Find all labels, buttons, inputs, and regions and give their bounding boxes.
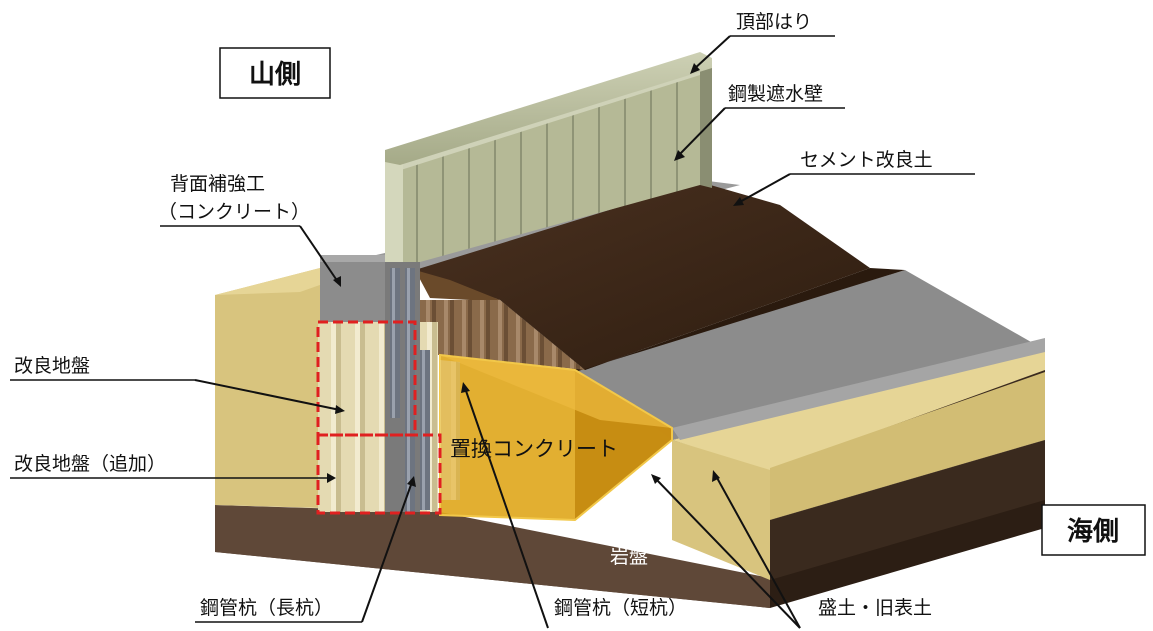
label-cement-soil: セメント改良土 <box>800 149 933 171</box>
cement-improved-soil <box>415 182 905 372</box>
label-pile-long: 鋼管杭（長杭） <box>200 597 333 619</box>
label-improved-ground: 改良地盤 <box>14 355 90 377</box>
embankment-right <box>672 350 1045 580</box>
replacement-concrete-block <box>439 353 673 522</box>
replacement-columns-brown <box>418 300 585 370</box>
bedrock-layer <box>215 498 1045 608</box>
label-top-beam: 頂部はり <box>736 11 812 33</box>
label-replacement-concrete: 置換コンクリート <box>450 437 618 461</box>
label-back-reinforce-1: 背面補強工 <box>170 173 265 195</box>
sea-side-box: 海側 <box>1041 504 1146 556</box>
label-back-reinforce-2: （コンクリート） <box>158 201 310 223</box>
improved-ground-outline <box>316 320 442 515</box>
label-improved-ground-add: 改良地盤（追加） <box>14 453 166 475</box>
steel-pipe-piles <box>390 268 430 513</box>
label-pile-short: 鋼管杭（短杭） <box>554 597 687 619</box>
mountain-side-label: 山側 <box>249 60 301 90</box>
label-bedrock: 岩盤 <box>610 546 648 568</box>
label-embankment: 盛土・旧表土 <box>818 597 932 619</box>
mountain-side-box: 山側 <box>219 47 331 99</box>
label-steel-wall: 鋼製遮水壁 <box>728 83 823 105</box>
sea-side-label: 海側 <box>1067 517 1119 547</box>
top-beam <box>385 52 712 165</box>
